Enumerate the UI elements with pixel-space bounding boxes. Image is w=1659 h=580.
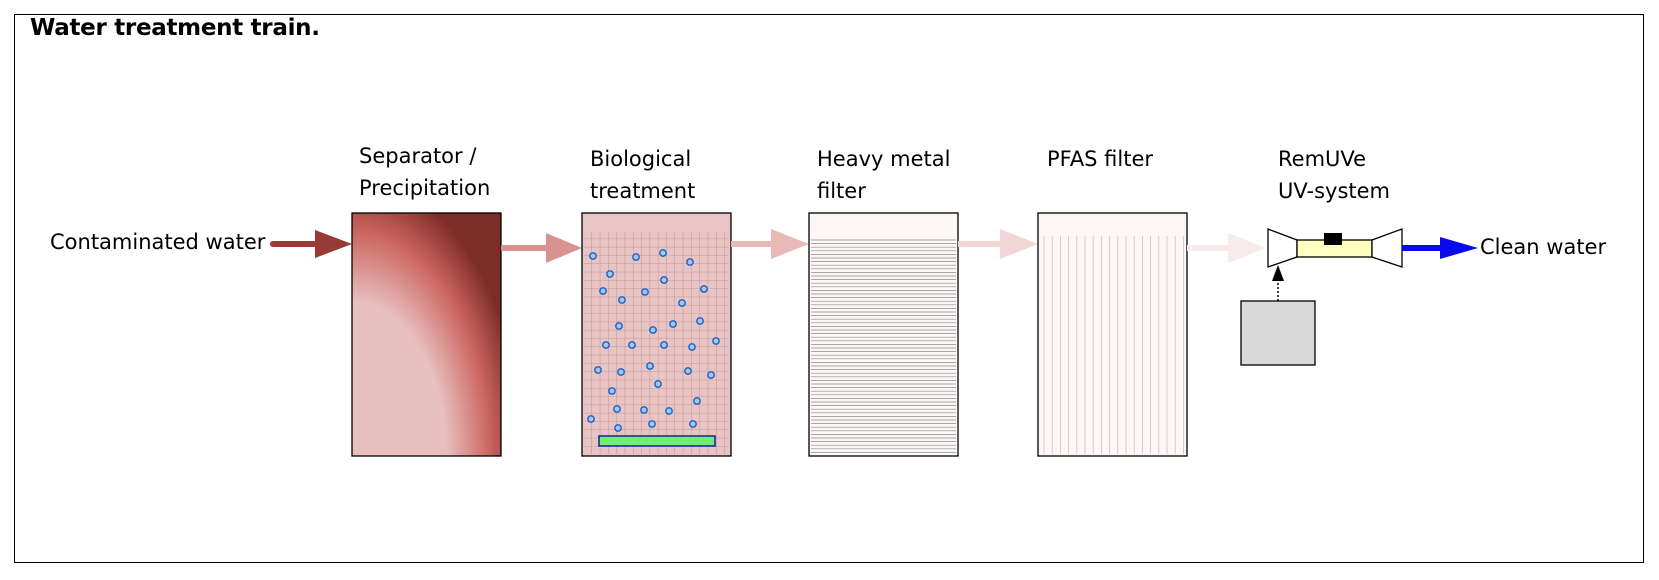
- air-bubble: [648, 420, 656, 428]
- air-bubble: [660, 276, 668, 284]
- air-bubble: [660, 341, 668, 349]
- air-bubble: [589, 252, 597, 260]
- air-bubble: [613, 405, 621, 413]
- diagram-title: Water treatment train.: [30, 15, 320, 41]
- air-bubble: [654, 380, 662, 388]
- air-bubble: [696, 317, 704, 325]
- outlet-label: Clean water: [1480, 235, 1607, 259]
- air-bubble: [617, 368, 625, 376]
- air-bubble: [614, 424, 622, 432]
- air-bubble: [646, 362, 654, 370]
- air-bubble: [628, 341, 636, 349]
- biological-tank: [581, 212, 732, 457]
- air-bubble: [659, 249, 667, 257]
- air-bubble: [700, 285, 708, 293]
- air-bubble: [615, 322, 623, 330]
- air-bubble: [599, 287, 607, 295]
- diagram-frame: [14, 14, 1644, 563]
- air-bubble: [684, 367, 692, 375]
- air-bubble: [712, 337, 720, 345]
- inlet-label: Contaminated water: [50, 230, 266, 254]
- air-bubbles: [587, 249, 720, 432]
- flow-arrow-3: [958, 229, 1038, 259]
- air-bubble: [689, 420, 697, 428]
- air-bubble: [640, 406, 648, 414]
- air-bubble: [649, 326, 657, 334]
- air-bubble: [686, 258, 694, 266]
- air-bubble: [587, 415, 595, 423]
- outlet-arrow: [1402, 237, 1478, 259]
- air-bubble: [665, 407, 673, 415]
- air-bubble: [632, 253, 640, 261]
- air-bubble: [618, 296, 626, 304]
- flow-arrow-4: [1187, 233, 1266, 263]
- uv-reactor-icon: [1267, 228, 1403, 268]
- control-unit-icon: [1240, 265, 1316, 366]
- air-bubble: [602, 341, 610, 349]
- air-diffuser-icon: [598, 435, 716, 447]
- separator-tank: [351, 212, 502, 457]
- air-bubble: [594, 366, 602, 374]
- stage-label-separator: Separator /Precipitation: [359, 144, 491, 200]
- flow-arrow-1: [501, 233, 582, 263]
- inlet-arrow: [270, 230, 352, 258]
- stage-label-pfas: PFAS filter: [1047, 147, 1154, 171]
- air-bubble: [641, 288, 649, 296]
- flow-arrow-2: [731, 229, 809, 259]
- heavy-metal-filter: [808, 212, 959, 457]
- air-bubble: [669, 320, 677, 328]
- air-bubble: [707, 371, 715, 379]
- air-bubble: [606, 270, 614, 278]
- air-bubble: [678, 299, 686, 307]
- pfas-filter: [1037, 212, 1188, 457]
- air-bubble: [693, 397, 701, 405]
- air-bubble: [608, 387, 616, 395]
- air-bubble: [688, 343, 696, 351]
